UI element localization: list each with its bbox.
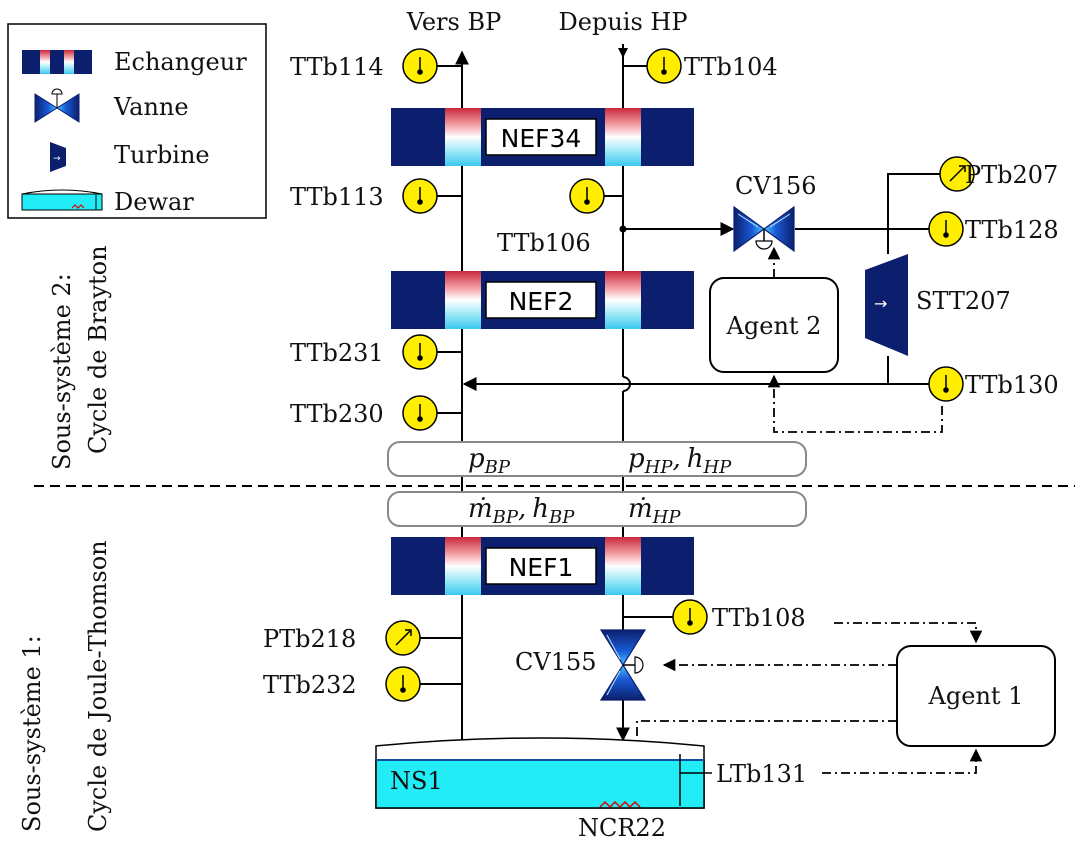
interface-m-hp: ṁHP <box>628 494 681 528</box>
heater-icon <box>599 800 641 809</box>
ncr22-label: NCR22 <box>578 814 666 842</box>
exchanger-nef1: NEF1 <box>391 537 694 595</box>
legend-valve-label: Vanne <box>113 93 189 121</box>
interface-p-hp-h-hp: pHP,hHP <box>628 444 732 478</box>
sensor-ttb114 <box>402 48 438 84</box>
ttb232-label: TTb232 <box>263 671 357 699</box>
legend: Echangeur Vanne → Turbine Dewar <box>7 23 267 219</box>
port-depuis-hp: Depuis HP <box>559 8 688 36</box>
ttb104-label: TTb104 <box>684 53 778 81</box>
ttb231-label: TTb231 <box>290 339 384 367</box>
sensor-ttb231 <box>402 334 438 370</box>
sensor-ttb106 <box>569 178 605 214</box>
subsystem-2-line2: Cycle de Brayton <box>84 245 112 454</box>
legend-turbine-icon: → <box>50 142 66 172</box>
legend-exchanger-label: Echangeur <box>114 48 247 76</box>
sensor-ttb232 <box>385 666 421 702</box>
interface-box-bottom: ṁBP,hBP ṁHP <box>387 491 807 528</box>
sensor-ttb130 <box>928 366 964 402</box>
legend-exchanger-icon <box>22 50 92 74</box>
ttb113-label: TTb113 <box>290 183 384 211</box>
sensor-ttb230 <box>402 395 438 431</box>
agent-1-label: Agent 1 <box>928 682 1024 710</box>
ttb130-label: TTb130 <box>965 371 1059 399</box>
agent-1-box: Agent 1 <box>896 645 1056 747</box>
signal-ltb131-to-agent1 <box>822 748 983 774</box>
sensor-ptb207 <box>939 156 975 192</box>
turbine-arrow-icon: → <box>874 294 887 313</box>
legend-dewar-label: Dewar <box>114 188 194 216</box>
ttb230-label: TTb230 <box>290 400 384 428</box>
exchanger-nef2: NEF2 <box>391 271 694 329</box>
subsystem-1-line1: Sous-système 1: <box>18 635 46 832</box>
agent-2-label: Agent 2 <box>726 312 822 340</box>
legend-dewar-icon <box>21 189 103 211</box>
dewar-ns1 <box>375 737 705 809</box>
ttb114-label: TTb114 <box>290 53 384 81</box>
valve-cv155 <box>599 629 647 701</box>
ptb207-label: PTb207 <box>965 161 1058 189</box>
legend-turbine-label: Turbine <box>114 141 210 169</box>
signal-ttb108-to-agent1 <box>834 622 983 644</box>
legend-valve-icon <box>34 88 80 123</box>
sensor-stubs <box>420 65 673 685</box>
interface-m-bp-h-bp: ṁBP,hBP <box>468 494 575 528</box>
port-vers-bp: Vers BP <box>406 8 502 36</box>
ttb106-label: TTb106 <box>497 229 591 257</box>
sensor-ttb113 <box>402 178 438 214</box>
agent-2-box: Agent 2 <box>709 277 839 373</box>
valve-cv156 <box>733 205 795 253</box>
ns1-label: NS1 <box>390 767 443 795</box>
sensor-ttb104 <box>646 48 682 84</box>
signal-ttb130-to-agent2 <box>767 374 943 433</box>
stt207-label: STT207 <box>916 287 1011 315</box>
ttb128-label: TTb128 <box>965 216 1059 244</box>
cv155-label: CV155 <box>515 648 597 676</box>
interface-p-bp: pBP <box>468 444 511 478</box>
sensor-ttb108 <box>672 599 708 635</box>
svg-text:→: → <box>53 154 61 164</box>
sensor-ttb128 <box>928 211 964 247</box>
interface-box-top: pBP pHP,hHP <box>387 441 807 478</box>
cv156-label: CV156 <box>735 172 817 200</box>
ptb218-label: PTb218 <box>263 625 356 653</box>
nef1-label: NEF1 <box>509 553 574 582</box>
turbine-stt207: → <box>865 254 908 356</box>
nef2-label: NEF2 <box>509 287 574 316</box>
hp-inlet-arrow <box>618 48 628 58</box>
subsystem-1-line2: Cycle de Joule-Thomson <box>84 540 112 832</box>
exchanger-nef34: NEF34 <box>391 108 694 166</box>
nef34-label: NEF34 <box>501 124 582 153</box>
ltb131-label: LTb131 <box>716 760 807 788</box>
cv156-to-turbine-pipe <box>795 173 940 230</box>
subsystem-2-line1: Sous-système 2: <box>48 273 76 470</box>
sensor-ptb218 <box>385 620 421 656</box>
ttb108-label: TTb108 <box>712 604 806 632</box>
